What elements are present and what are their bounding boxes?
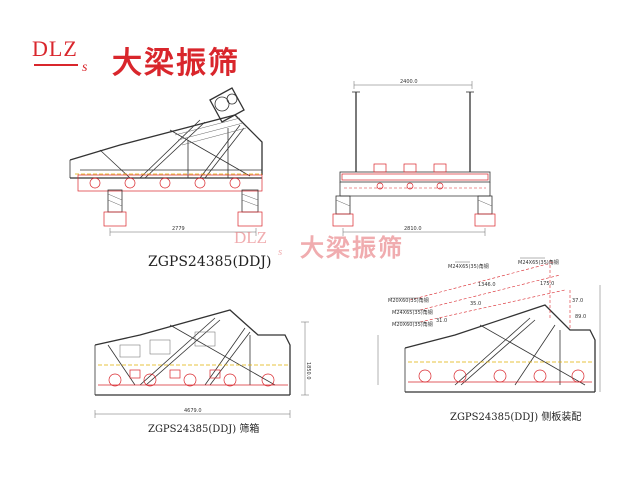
- box-length-dimension: 4679.0: [184, 408, 202, 414]
- logo-company-name: 大梁振筛: [112, 46, 240, 81]
- watermark-letters: DLZ: [234, 228, 268, 247]
- dim-1: 1346.0: [478, 282, 496, 288]
- dim-6: 175.0: [540, 281, 554, 287]
- front-top-dimension: 2400.0: [400, 79, 418, 85]
- screen-box-drawing: 4679.0 1850.0: [94, 309, 311, 418]
- logo-underline: [34, 64, 78, 66]
- watermark-logo: DLZ s 大梁振筛: [234, 228, 424, 264]
- note-1: M24X65(35)角钢: [448, 263, 489, 270]
- note-5: M24X65(35)角钢: [392, 309, 433, 316]
- front-bottom-dimension: 2810.0: [404, 226, 422, 232]
- note-4: M20X60(35)角钢: [392, 321, 433, 328]
- dim-4: 37.0: [572, 298, 583, 304]
- dim-3: 35.0: [470, 301, 481, 307]
- side-plate-drawing: M24X65(35)角钢 M24X65(35)角钢 M20X60(35)角钢 M…: [377, 257, 601, 393]
- note-2: M24X65(35)角钢: [518, 259, 559, 266]
- watermark-sub: s: [278, 246, 283, 258]
- logo-sub: s: [82, 60, 88, 75]
- dim-5: 89.0: [575, 314, 586, 320]
- company-logo: DLZ s 大梁振筛: [28, 34, 258, 84]
- dim-2: 31.0: [436, 318, 447, 324]
- side-view-drawing: 2779: [69, 87, 263, 236]
- watermark-company-name: 大梁振筛: [300, 234, 404, 262]
- box-height-dimension: 1850.0: [305, 362, 311, 380]
- front-view-drawing: 2400.0 2810.0: [332, 79, 496, 236]
- logo-letters: DLZ: [32, 36, 78, 61]
- side-plate-caption: ZGPS24385(DDJ) 侧板装配: [450, 412, 582, 423]
- side-width-dimension: 2779: [172, 226, 185, 232]
- main-caption: ZGPS24385(DDJ): [148, 254, 272, 270]
- box-caption: ZGPS24385(DDJ) 筛箱: [148, 424, 260, 435]
- note-3: M20X60(35)角钢: [388, 297, 429, 304]
